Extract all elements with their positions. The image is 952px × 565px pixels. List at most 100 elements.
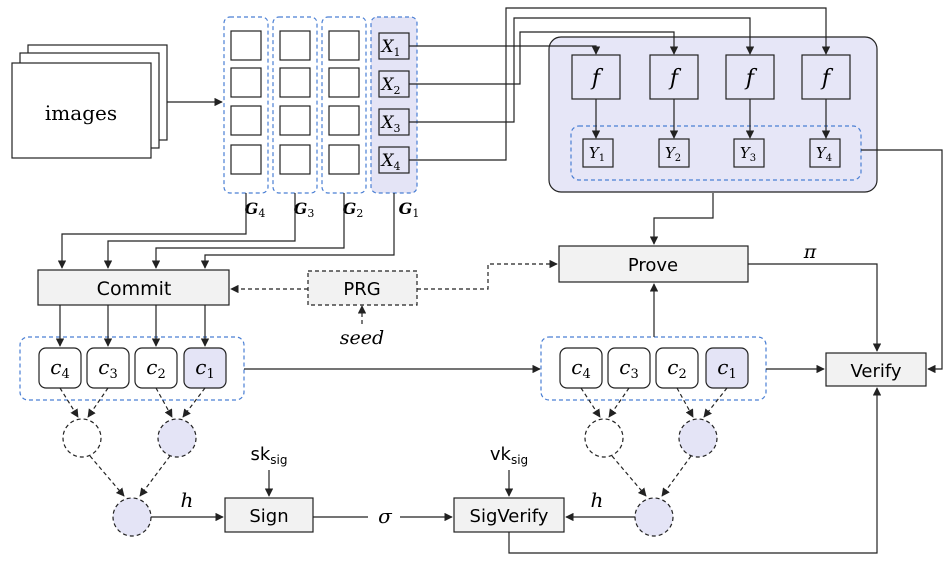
- left-c3-label: c3: [98, 355, 117, 382]
- output-y3-label: Y3: [740, 144, 756, 164]
- input-x1-label: X1: [379, 37, 400, 59]
- sigma-label: σ: [378, 504, 393, 528]
- right-c3-to-node-arrow: [608, 387, 630, 418]
- function-panel: [548, 36, 878, 193]
- output-y2-box: [658, 138, 690, 168]
- pi-label: π: [803, 241, 817, 263]
- output-y4-box: [809, 138, 841, 168]
- prg-label: PRG: [343, 279, 380, 300]
- group-g1-label: G1: [399, 199, 420, 220]
- tile: [279, 30, 311, 61]
- x4-to-f4-arrow: [409, 7, 831, 161]
- images-stack: images: [11, 44, 168, 159]
- output-y1-label: Y1: [589, 144, 605, 164]
- left-c4-to-node-arrow: [59, 387, 79, 418]
- group-g3-frame: [272, 16, 318, 194]
- group-g2-label: G2: [343, 199, 364, 220]
- right-c2-label: c2: [667, 355, 686, 382]
- left-c3-to-node-arrow: [87, 387, 109, 418]
- left-hash-node-a: [62, 418, 102, 458]
- right-root-node: [634, 497, 674, 537]
- commit-label: Commit: [97, 278, 172, 300]
- right-commitments: c4 c3 c2 c1: [559, 347, 749, 389]
- right-node-a-to-root-arrow: [611, 455, 647, 497]
- group-g2-frame: [321, 16, 367, 194]
- left-c2-label: c2: [146, 355, 165, 382]
- left-c4-label: c4: [50, 355, 69, 382]
- seed-label: seed: [340, 327, 384, 349]
- g3-to-commit-arrow: [103, 193, 296, 269]
- x2-to-f2-arrow: [409, 31, 679, 85]
- commit-box: [37, 269, 230, 306]
- outputs-group-frame: [570, 125, 862, 181]
- outputs-to-verify-arrow: [861, 149, 943, 374]
- prove-box: [558, 245, 749, 283]
- right-c4-to-node-arrow: [580, 387, 601, 418]
- tile: [328, 144, 360, 175]
- left-c2-to-node-arrow: [155, 387, 173, 418]
- tile: [328, 30, 360, 61]
- sign-label: Sign: [249, 506, 288, 527]
- group-g3-label: G3: [294, 199, 315, 220]
- right-c4-label: c4: [571, 355, 590, 382]
- output-y2-label: Y2: [665, 144, 681, 164]
- panel-to-prove-arrow: [649, 193, 714, 245]
- verify-label: Verify: [850, 361, 901, 382]
- left-hash-node-b: [157, 418, 197, 458]
- sk-sig-label: sksig: [250, 444, 287, 467]
- tile: [328, 67, 360, 98]
- output-y1-box: [582, 138, 614, 168]
- prove-to-verify-arrow: [748, 263, 882, 352]
- output-y4-label: Y4: [816, 144, 832, 164]
- prove-label: Prove: [628, 255, 678, 276]
- input-x2-label: X2: [379, 75, 400, 97]
- sigverify-label: SigVerify: [470, 506, 549, 527]
- verify-box: [825, 352, 927, 387]
- right-hash-node-b: [678, 418, 718, 458]
- group-columns: X1 X2 X3 X4 G4 G3 G2 G1: [223, 16, 420, 220]
- g2-to-commit-arrow: [151, 193, 345, 269]
- tile: [230, 30, 262, 61]
- tile: [230, 105, 262, 136]
- left-node-b-to-root-arrow: [139, 455, 171, 497]
- right-hash-label: h: [591, 488, 604, 512]
- right-c2-to-node-arrow: [676, 387, 694, 418]
- function-boxes: f f f f: [571, 54, 851, 100]
- images-label: images: [45, 101, 117, 125]
- left-c1-to-node-arrow: [182, 387, 206, 418]
- tile: [279, 105, 311, 136]
- input-x3-label: X3: [379, 113, 400, 135]
- right-commitments-frame: [540, 336, 767, 401]
- tile: [230, 144, 262, 175]
- function-f2-box: [649, 54, 699, 100]
- g4-to-commit-arrow: [57, 193, 247, 269]
- tile: [230, 67, 262, 98]
- left-node-a-to-root-arrow: [89, 455, 125, 497]
- x1-to-f1-arrow: [409, 45, 601, 55]
- right-c1-to-node-arrow: [703, 387, 728, 418]
- sign-box: [224, 497, 314, 533]
- prg-box: [307, 270, 418, 306]
- tile: [328, 105, 360, 136]
- left-hash-label: h: [181, 488, 194, 512]
- group-g4-label: G4: [245, 199, 266, 220]
- input-x4-label: X4: [379, 151, 400, 173]
- right-c1-label: c1: [717, 355, 736, 382]
- left-c1-label: c1: [195, 355, 214, 382]
- sigverify-to-verify-arrow: [508, 387, 882, 554]
- function-f1-box: [571, 54, 621, 100]
- right-hash-node-a: [584, 418, 624, 458]
- tile: [279, 144, 311, 175]
- tile: [279, 67, 311, 98]
- g1-to-commit-arrow: [200, 193, 395, 269]
- prg-to-prove-arrow: [417, 259, 558, 290]
- group-g4-frame: [223, 16, 269, 194]
- left-root-node: [112, 497, 152, 537]
- vk-sig-label: vksig: [490, 444, 528, 467]
- right-c3-label: c3: [619, 355, 638, 382]
- output-boxes: Y1 Y2 Y3 Y4: [582, 138, 841, 168]
- right-node-b-to-root-arrow: [661, 455, 692, 497]
- output-y3-box: [733, 138, 765, 168]
- x3-to-f3-arrow: [409, 17, 755, 123]
